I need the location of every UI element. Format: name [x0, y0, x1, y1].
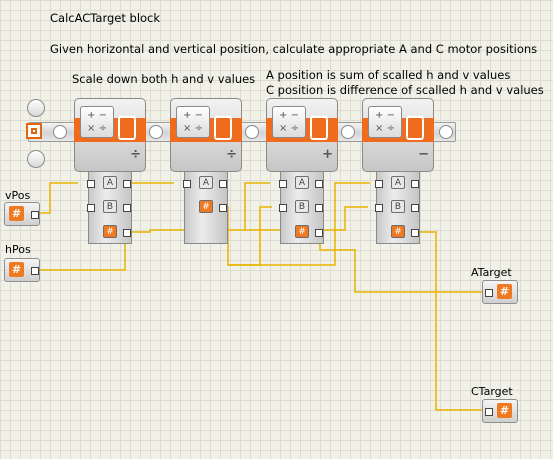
input-plug[interactable]	[375, 204, 383, 212]
input-plug[interactable]	[279, 204, 287, 212]
a-position-comment: A position is sum of scalled h and v val…	[266, 68, 511, 82]
output-plug[interactable]	[31, 211, 39, 219]
operation-label: −	[418, 147, 429, 162]
input-plug[interactable]	[87, 204, 95, 212]
math-calculator-icon: + − × ÷	[176, 106, 210, 138]
data-hub: A B #	[279, 172, 324, 244]
ctarget-number-block[interactable]: #	[482, 399, 518, 423]
data-hub: A B #	[375, 172, 420, 244]
port-b[interactable]: B	[295, 200, 309, 213]
puzzle-icon	[214, 116, 232, 140]
port-b[interactable]: B	[391, 200, 405, 213]
sequence-bottom-port[interactable]	[27, 150, 45, 168]
sequence-top-port[interactable]	[27, 99, 45, 117]
port-a[interactable]: A	[103, 176, 117, 189]
wire-vpos-to-block1-a	[38, 182, 78, 214]
output-plug[interactable]	[315, 180, 323, 188]
beam-hole	[245, 125, 259, 139]
output-plug[interactable]	[315, 229, 323, 237]
scale-comment: Scale down both h and v values	[72, 72, 256, 86]
vpos-label: vPos	[5, 189, 31, 202]
output-plug[interactable]	[411, 229, 419, 237]
math-block-subtract[interactable]: + − × ÷ − A B #	[362, 98, 434, 244]
output-plug[interactable]	[31, 267, 39, 275]
ctarget-label: CTarget	[471, 385, 513, 398]
wire-b4-result-to-ctarget	[402, 231, 486, 411]
number-icon: #	[497, 403, 512, 418]
beam-hole	[341, 125, 355, 139]
atarget-label: ATarget	[471, 266, 512, 279]
math-calculator-icon: + − × ÷	[368, 106, 402, 138]
port-a[interactable]: A	[391, 176, 405, 189]
port-b[interactable]: B	[103, 200, 117, 213]
number-icon: #	[9, 206, 24, 221]
operation-label: ÷	[130, 147, 141, 162]
output-plug[interactable]	[123, 204, 131, 212]
title-comment: CalcACTarget block	[50, 11, 161, 25]
math-block-divide-2[interactable]: + − × ÷ ÷ A #	[170, 98, 242, 244]
start-point-icon[interactable]	[26, 123, 42, 139]
output-plug[interactable]	[411, 180, 419, 188]
input-plug[interactable]	[279, 180, 287, 188]
puzzle-icon	[406, 116, 424, 140]
port-result[interactable]: #	[295, 225, 309, 238]
port-a[interactable]: A	[295, 176, 309, 189]
beam-hole	[149, 125, 163, 139]
hpos-label: hPos	[5, 243, 31, 256]
output-plug[interactable]	[123, 229, 131, 237]
output-plug[interactable]	[123, 180, 131, 188]
vpos-number-block[interactable]: #	[4, 202, 40, 226]
port-result[interactable]: #	[103, 225, 117, 238]
beam-hole	[439, 125, 453, 139]
port-result[interactable]: #	[199, 200, 213, 213]
math-block-divide-1[interactable]: + − × ÷ ÷ A B #	[74, 98, 146, 244]
output-plug[interactable]	[219, 180, 227, 188]
port-a[interactable]: A	[199, 176, 213, 189]
atarget-number-block[interactable]: #	[482, 280, 518, 304]
input-plug[interactable]	[183, 180, 191, 188]
input-plug[interactable]	[87, 180, 95, 188]
puzzle-icon	[310, 116, 328, 140]
wire-b2-to-b4-a	[228, 182, 370, 266]
hpos-number-block[interactable]: #	[4, 258, 40, 282]
data-hub: A #	[183, 172, 228, 244]
description-comment: Given horizontal and vertical position, …	[50, 42, 538, 56]
beam-hole	[53, 125, 67, 139]
puzzle-icon	[118, 116, 136, 140]
input-plug[interactable]	[485, 289, 493, 297]
output-plug[interactable]	[315, 204, 323, 212]
output-plug[interactable]	[219, 204, 227, 212]
output-plug[interactable]	[411, 204, 419, 212]
number-icon: #	[497, 284, 512, 299]
operation-label: ÷	[226, 147, 237, 162]
operation-label: +	[322, 147, 333, 162]
math-calculator-icon: + − × ÷	[80, 106, 114, 138]
c-position-comment: C position is difference of scalled h an…	[266, 83, 544, 97]
math-block-add[interactable]: + − × ÷ + A B #	[266, 98, 338, 244]
input-plug[interactable]	[375, 180, 383, 188]
input-plug[interactable]	[485, 408, 493, 416]
math-calculator-icon: + − × ÷	[272, 106, 306, 138]
port-result[interactable]: #	[391, 225, 405, 238]
data-hub: A B #	[87, 172, 132, 244]
number-icon: #	[9, 262, 24, 277]
